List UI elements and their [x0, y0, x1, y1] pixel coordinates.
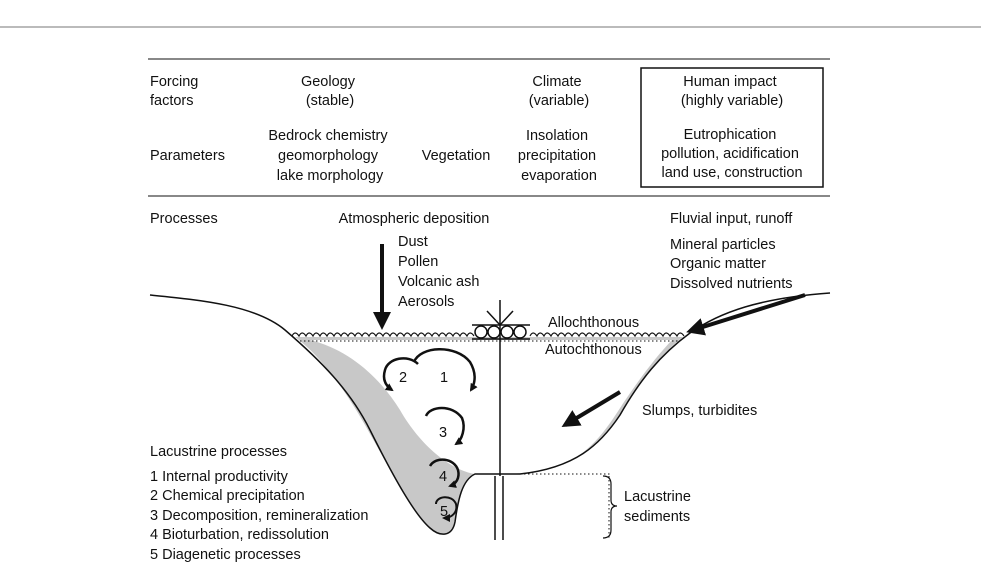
atmospheric-deposition-title: Atmospheric deposition — [339, 211, 490, 227]
cycle-4-icon — [428, 458, 460, 488]
cycle-5-label: 5 — [440, 504, 448, 520]
lacustrine-sediments-label: Lacustrine sediments — [624, 489, 695, 525]
human-impact-title: Human impact (highly variable) — [681, 74, 783, 109]
vegetation-parameter: Vegetation — [422, 148, 491, 164]
human-impact-box — [640, 67, 824, 188]
geology-title: Geology (stable) — [301, 74, 359, 109]
slumps-arrow — [561, 390, 622, 428]
climate-parameters: Insolation precipitation evaporation — [518, 128, 600, 184]
atmospheric-deposition-items: Dust Pollen Volcanic ash Aerosols — [398, 234, 483, 310]
cycle-2-icon — [382, 357, 419, 392]
cycle-3-icon — [424, 406, 465, 446]
cycle-3-label: 3 — [439, 425, 447, 441]
lake-basin-profile — [149, 292, 831, 535]
allochthonous-label: Allochthonous — [548, 315, 639, 331]
slumps-label: Slumps, turbidites — [642, 403, 757, 419]
climate-title: Climate (variable) — [529, 74, 589, 109]
geology-parameters: Bedrock chemistry geomorphology lake mor… — [268, 128, 391, 184]
cycle-4-label: 4 — [439, 469, 447, 485]
water-column — [310, 340, 672, 474]
fluvial-input-title: Fluvial input, runoff — [670, 211, 793, 227]
cycle-5-icon — [435, 496, 458, 522]
water-surface — [291, 332, 685, 338]
fluvial-arrow — [686, 293, 806, 336]
cycle-2-label: 2 — [399, 370, 407, 386]
lacustrine-processes-list: 1 Internal productivity 2 Chemical preci… — [150, 469, 372, 562]
cycle-1-icon — [412, 348, 478, 392]
lacustrine-processes-title: Lacustrine processes — [150, 444, 287, 460]
autochthonous-label: Autochthonous — [545, 342, 642, 358]
parameters-label: Parameters — [150, 148, 225, 164]
coring-platform-icon — [472, 300, 530, 540]
forcing-factors-label: Forcing factors — [150, 74, 202, 109]
fluvial-input-items: Mineral particles Organic matter Dissolv… — [670, 237, 793, 292]
sediment-brace — [602, 475, 618, 539]
human-impact-parameters: Eutrophication pollution, acidification … — [661, 127, 803, 181]
processes-label: Processes — [150, 211, 218, 227]
cycle-1-label: 1 — [440, 370, 448, 386]
